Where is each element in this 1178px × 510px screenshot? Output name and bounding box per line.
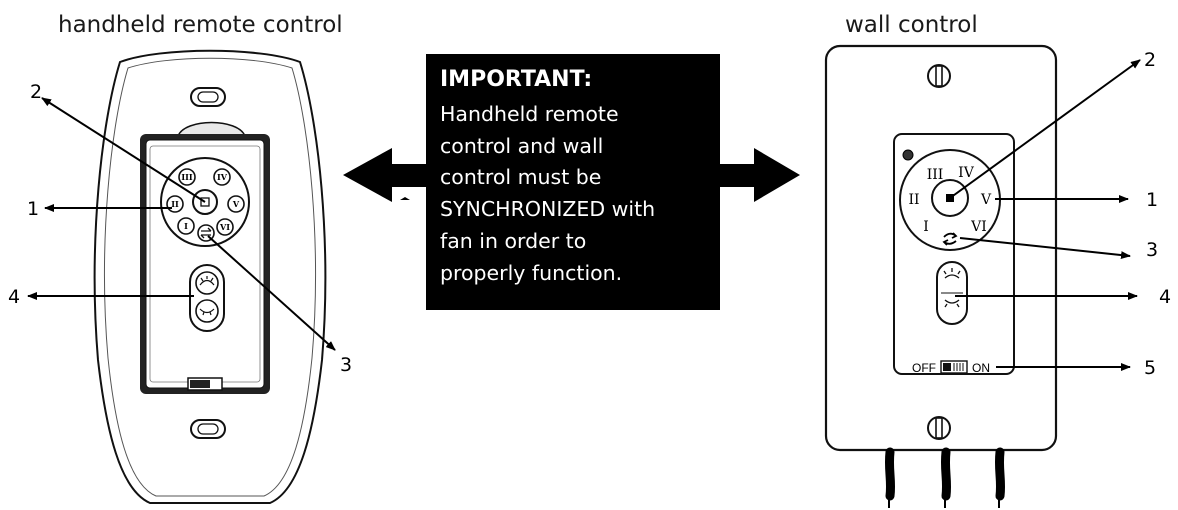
sync-arrow-left <box>343 148 428 202</box>
remote-top-slot-icon <box>190 87 226 107</box>
remote-bottom-slot-inner <box>197 423 219 435</box>
wall-callout-5-label: 5 <box>1144 357 1156 379</box>
remote-body-inner-edge <box>104 57 316 497</box>
sync-arrow-right <box>720 148 800 202</box>
sync-arrow-left-broken-tail <box>394 166 426 185</box>
wall-power-switch[interactable] <box>940 360 968 374</box>
notice-line: control and wall <box>440 134 603 158</box>
notice-line: properly function. <box>440 261 622 285</box>
wall-callout-2-label: 2 <box>1144 49 1156 71</box>
remote-speed-button-v[interactable]: V <box>227 195 245 213</box>
wall-light-down-icon[interactable] <box>944 299 960 308</box>
wall-light-up-icon[interactable] <box>943 268 961 279</box>
remote-callout-3-label: 3 <box>340 354 352 376</box>
remote-bottom-slot-icon <box>190 419 226 439</box>
remote-speed-label: V <box>232 199 240 209</box>
remote-callout-2-label: 2 <box>30 81 42 103</box>
handheld-remote-title: handheld remote control <box>58 12 343 38</box>
light-down-icon <box>199 308 215 316</box>
wall-reverse-icon[interactable] <box>942 232 958 246</box>
wall-speed-label-v[interactable]: V <box>980 192 992 208</box>
top-screw-icon <box>927 64 951 88</box>
wall-speed-label-iii[interactable]: III <box>927 167 944 183</box>
remote-speed-label: VI <box>219 222 230 232</box>
remote-light-up-button[interactable] <box>195 271 219 295</box>
remote-speed-label: II <box>171 199 179 209</box>
wall-wires <box>884 447 1006 508</box>
wall-control-title: wall control <box>845 12 978 38</box>
wall-switch-off-label: OFF <box>912 361 936 375</box>
wall-control: III IV II V I VI OFF ON <box>824 44 1171 508</box>
remote-panel-arch <box>177 121 246 137</box>
remote-speed-label: I <box>184 221 188 231</box>
remote-speed-label: IV <box>217 172 228 182</box>
wall-callout-2-arrow <box>949 59 1141 199</box>
remote-speed-label: III <box>181 172 192 182</box>
notice-heading: IMPORTANT: <box>440 67 592 92</box>
notice-line: SYNCHRONIZED with <box>440 197 655 221</box>
remote-bottom-switch[interactable] <box>187 377 223 391</box>
remote-speed-button-vi[interactable]: VI <box>216 218 234 236</box>
remote-top-slot-inner <box>197 91 219 103</box>
bottom-screw-icon <box>927 416 951 440</box>
remote-speed-button-iii[interactable]: III <box>178 168 196 186</box>
wall-callout-1-label: 1 <box>1146 189 1158 211</box>
wall-switch-on-label: ON <box>972 361 990 375</box>
wall-callout-3-arrow <box>959 237 1131 260</box>
important-notice: IMPORTANT: Handheld remote control and w… <box>426 54 720 310</box>
remote-speed-button-i[interactable]: I <box>177 217 195 235</box>
handheld-remote: III IV II V I VI <box>8 49 352 504</box>
wall-callout-4-label: 4 <box>1159 286 1171 308</box>
wall-indicator-light-icon <box>902 149 914 161</box>
remote-light-down-button[interactable] <box>195 299 219 323</box>
light-up-icon <box>199 276 215 286</box>
reverse-icon <box>200 227 212 239</box>
remote-speed-button-iv[interactable]: IV <box>213 168 231 186</box>
remote-callout-1-label: 1 <box>27 198 39 220</box>
wall-speed-label-i[interactable]: I <box>923 219 929 235</box>
remote-callout-3-arrow <box>207 235 336 351</box>
wall-speed-label-iv[interactable]: IV <box>958 165 975 181</box>
wall-speed-label-ii[interactable]: II <box>908 192 919 208</box>
notice-line: Handheld remote <box>440 102 619 126</box>
sync-arrow-right-broken-tail <box>720 166 750 185</box>
notice-line: fan in order to <box>440 229 586 253</box>
remote-callout-2-arrow <box>41 97 206 203</box>
remote-speed-button-ii[interactable]: II <box>166 195 184 213</box>
wall-callout-3-label: 3 <box>1146 239 1158 261</box>
notice-line: control must be <box>440 165 601 189</box>
important-notice-box <box>426 54 720 310</box>
remote-callout-4-label: 4 <box>8 286 20 308</box>
wall-speed-label-vi[interactable]: VI <box>970 219 987 235</box>
